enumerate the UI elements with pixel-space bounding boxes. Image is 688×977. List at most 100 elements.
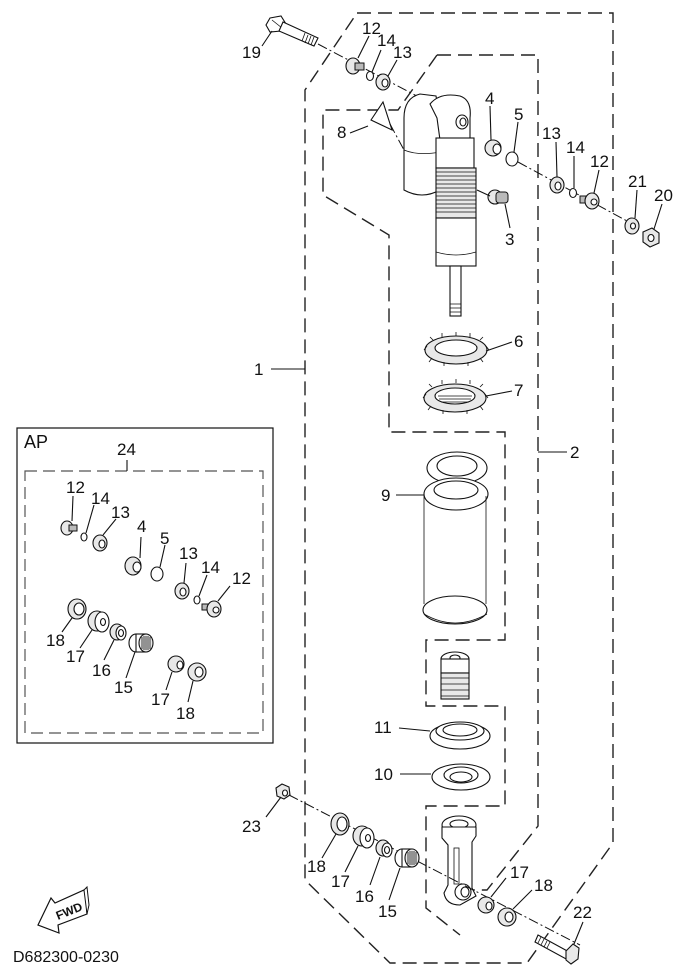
callout-21[interactable]: 21 (628, 172, 647, 191)
callout-17a[interactable]: 17 (331, 872, 350, 891)
part-3-adjuster[interactable] (487, 189, 509, 205)
leader-13a (387, 59, 398, 77)
part-4-upper-bushing[interactable] (484, 139, 502, 157)
callout-11[interactable]: 11 (374, 718, 392, 737)
callout-13a[interactable]: 13 (393, 43, 412, 62)
callout-14a[interactable]: 14 (377, 31, 396, 50)
callout-k12a[interactable]: 12 (66, 478, 85, 497)
callout-k18b[interactable]: 18 (176, 704, 195, 723)
callout-12a[interactable]: 12 (362, 19, 381, 38)
part-23-lower-nut[interactable] (275, 783, 291, 800)
part-12-collar-bolt-left[interactable] (345, 57, 365, 75)
callout-20[interactable]: 20 (654, 186, 673, 205)
callout-7[interactable]: 7 (514, 381, 523, 400)
leader-k12a (71, 495, 74, 522)
leader-k17b (165, 671, 173, 691)
part-15-needle-bearing[interactable] (394, 848, 420, 868)
callout-12b[interactable]: 12 (590, 152, 609, 171)
callout-18a[interactable]: 18 (307, 857, 326, 876)
kit-part-16[interactable] (109, 623, 127, 641)
kit-part-14-left[interactable] (80, 532, 88, 542)
callout-k12b[interactable]: 12 (232, 569, 251, 588)
callout-k4[interactable]: 4 (137, 517, 146, 536)
callout-2[interactable]: 2 (570, 443, 579, 462)
part-16-collar[interactable] (375, 839, 393, 858)
callout-k18a[interactable]: 18 (46, 631, 65, 650)
callout-k16[interactable]: 16 (92, 661, 111, 680)
kit-part-4[interactable] (124, 556, 142, 576)
callout-k14b[interactable]: 14 (201, 558, 220, 577)
part-22-lower-bolt[interactable] (534, 934, 580, 965)
callout-4[interactable]: 4 (485, 89, 494, 108)
part-9-spring[interactable] (422, 451, 489, 625)
part-18-oil-seal-left[interactable] (330, 812, 350, 836)
part-12-collar-bolt-right[interactable] (579, 192, 600, 210)
kit-part-12-right[interactable] (201, 600, 222, 618)
part-17-thrust-cover-left[interactable] (352, 825, 375, 849)
part-14-o-ring-right[interactable] (568, 187, 578, 199)
kit-part-15[interactable] (128, 633, 154, 653)
kit-part-17-right[interactable] (167, 655, 185, 673)
kit-part-17-left[interactable] (87, 610, 110, 633)
callout-15[interactable]: 15 (378, 902, 397, 921)
callout-k15[interactable]: 15 (114, 678, 133, 697)
callout-9[interactable]: 9 (381, 486, 390, 505)
ap-kit-box (16, 427, 274, 744)
part-7-lock-nut[interactable] (422, 379, 489, 414)
part-21-washer[interactable] (624, 217, 640, 235)
ap-label: AP (24, 432, 48, 452)
callout-23[interactable]: 23 (242, 817, 261, 836)
callout-17b[interactable]: 17 (510, 863, 529, 882)
callout-3[interactable]: 3 (505, 230, 514, 249)
callout-k13b[interactable]: 13 (179, 544, 198, 563)
callout-22[interactable]: 22 (573, 903, 592, 922)
callout-16[interactable]: 16 (355, 887, 374, 906)
callout-18b[interactable]: 18 (534, 876, 553, 895)
part-8-reservoir-cap[interactable] (370, 100, 393, 132)
callout-8[interactable]: 8 (337, 123, 346, 142)
callout-19[interactable]: 19 (242, 43, 261, 62)
leader-12b (593, 169, 600, 194)
callout-k24[interactable]: 24 (117, 440, 136, 459)
part-10-spring-seat[interactable] (431, 763, 491, 791)
callout-k17b[interactable]: 17 (151, 690, 170, 709)
callout-k13a[interactable]: 13 (111, 503, 130, 522)
part-13-oil-seal-left[interactable] (375, 73, 391, 91)
part-bump-stop[interactable] (440, 651, 470, 700)
leader-8 (349, 125, 369, 134)
assembly-2-boundary-upper (322, 54, 506, 936)
callout-5[interactable]: 5 (514, 105, 523, 124)
part-20-nut[interactable] (642, 227, 660, 248)
part-17-thrust-cover-right[interactable] (477, 896, 495, 914)
part-18-oil-seal-right[interactable] (497, 907, 517, 927)
axis-upper-right (517, 161, 641, 229)
part-11-spring-guide[interactable] (429, 721, 491, 750)
kit-part-14-right[interactable] (193, 595, 201, 605)
kit-part-12-left[interactable] (60, 520, 78, 536)
callout-10[interactable]: 10 (374, 765, 393, 784)
part-14-o-ring-left[interactable] (365, 70, 375, 82)
leader-15 (388, 867, 401, 901)
part-lower-clevis[interactable] (441, 815, 477, 906)
callout-13b[interactable]: 13 (542, 124, 561, 143)
kit-part-18-right[interactable] (187, 662, 207, 682)
kit-part-13-right[interactable] (174, 582, 190, 600)
callout-6[interactable]: 6 (514, 332, 523, 351)
callout-k14a[interactable]: 14 (91, 489, 110, 508)
part-5-circlip[interactable] (505, 151, 519, 167)
callout-1[interactable]: 1 (254, 360, 263, 379)
callout-14b[interactable]: 14 (566, 138, 585, 157)
part-19-upper-bolt[interactable] (265, 15, 319, 47)
leader-k12b (217, 585, 231, 602)
kit-part-18-left[interactable] (67, 598, 87, 620)
leader-7 (485, 390, 513, 397)
kit-part-5[interactable] (150, 566, 164, 582)
part-13-oil-seal-right[interactable] (549, 176, 565, 194)
leader-3-shaft (476, 189, 491, 197)
part-shock-body[interactable] (403, 93, 477, 317)
assembly-1-boundary (304, 12, 614, 964)
callout-k5[interactable]: 5 (160, 529, 169, 548)
kit-part-13-left[interactable] (92, 534, 108, 552)
part-6-adjuster-nut[interactable] (423, 332, 490, 366)
callout-k17a[interactable]: 17 (66, 647, 85, 666)
